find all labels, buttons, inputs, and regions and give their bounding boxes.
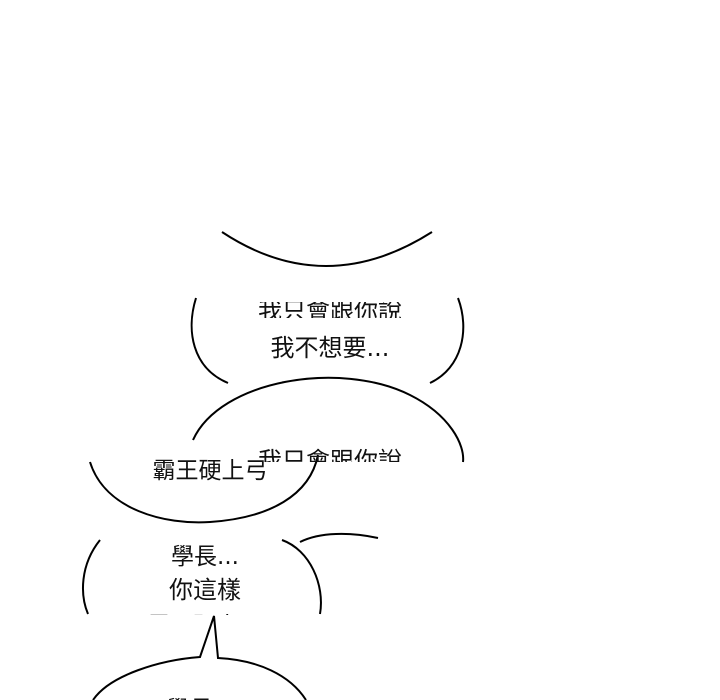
bubble-2-line-1: 我只會跟你說 (258, 447, 402, 462)
bubble-4-line-3: 霸王硬上弓 (105, 606, 305, 615)
background-bubble-outline (299, 532, 379, 543)
bubble-5-line-1-clip: 學長... (100, 690, 300, 700)
bubble-3-line-1-clip: 霸王硬上弓 (110, 455, 310, 485)
speech-bubble-2-outline (192, 376, 465, 463)
speech-bubble-3-outline (89, 454, 319, 524)
bubble-1-line-1: 我只會跟你說 (258, 302, 402, 318)
speech-bubble-5-outline (92, 615, 307, 700)
bubble-1-line-1-clip: 我只會跟你說 (200, 302, 460, 318)
bubble-1-line-2: 我不想要... (270, 334, 390, 362)
bubble-2-line-1-clip: 我只會跟你說 (220, 440, 440, 462)
speech-bubble-1-outline (190, 297, 465, 384)
speech-bubble-top-outline (221, 231, 433, 267)
speech-bubble-4-outline (82, 539, 322, 615)
bubble-4-line-2: 你這樣 (169, 576, 241, 604)
bubble-5-line-1: 學長... (100, 690, 300, 700)
bubble-4-line-3-clip: 霸王硬上弓 (105, 606, 305, 615)
bubble-3-line-1: 霸王硬上弓 (152, 458, 268, 484)
bubble-4-line-1: 學長... (171, 544, 239, 570)
